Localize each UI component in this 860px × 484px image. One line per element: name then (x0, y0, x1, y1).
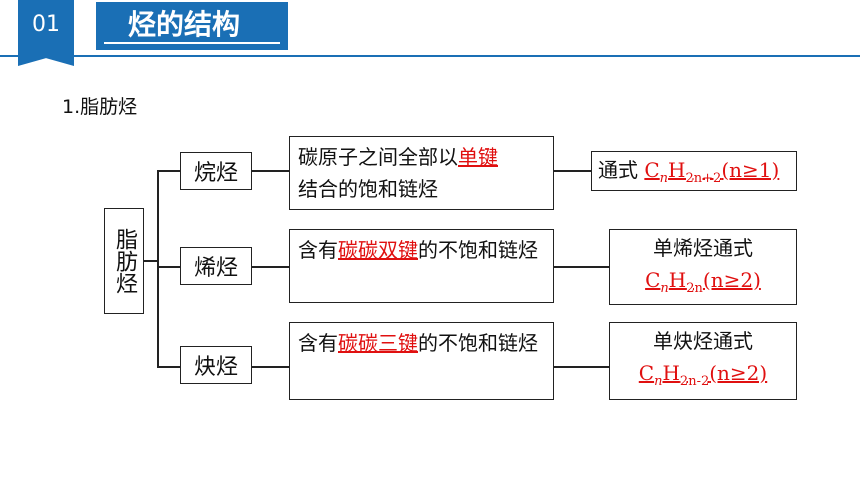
desc-text: 含有 (298, 238, 338, 262)
connector-1b (554, 170, 592, 172)
formula-sub-h: 2n+2 (685, 171, 722, 186)
category-label: 炔烃 (193, 355, 238, 380)
formula-label: 通式 (598, 158, 638, 182)
desc-text-end: 结合的饱和链烃 (298, 177, 438, 201)
category-label: 烯烃 (193, 256, 238, 281)
section-number: 01 (32, 12, 60, 37)
desc-highlight: 碳碳三键 (338, 331, 418, 355)
desc-text: 含有 (298, 331, 338, 355)
page-title: 烃的结构 (128, 8, 241, 41)
trunk-line (157, 170, 159, 367)
connector-2a (252, 266, 290, 268)
root-label: 脂肪烃 (112, 228, 137, 294)
formula-c: C (645, 268, 661, 292)
formula-label: 单炔烃通式 (653, 329, 753, 353)
page-title-box: 烃的结构 (96, 2, 288, 50)
description-box-alkyne: 含有碳碳三键的不饱和链烃 (289, 322, 554, 400)
description-box-alkane: 碳原子之间全部以单键 结合的饱和链烃 (289, 136, 554, 210)
category-box-alkene: 烯烃 (180, 247, 252, 285)
formula-box-alkane: 通式 CnH2n+2(n≥1) (591, 151, 797, 191)
branch-line-1 (157, 170, 181, 172)
formula-sub-h: 2n (686, 281, 703, 296)
formula-sub-n: n (660, 281, 669, 296)
root-connector (144, 260, 158, 262)
connector-2b (554, 266, 610, 268)
section-number-tab: 01 (18, 0, 74, 66)
desc-highlight: 碳碳双键 (338, 238, 418, 262)
branch-line-2 (157, 266, 181, 268)
formula-box-alkene: 单烯烃通式 CnH2n(n≥2) (609, 229, 797, 305)
category-label: 烷烃 (193, 161, 238, 186)
formula-sub-n: n (654, 374, 663, 389)
desc-text: 碳原子之间全部以 (298, 145, 458, 169)
formula-h: H (668, 158, 686, 182)
formula-c: C (644, 158, 660, 182)
formula-label: 单烯烃通式 (653, 236, 753, 260)
general-formula: CnH2n-2(n≥2) (610, 357, 796, 398)
formula-sub-h: 2n-2 (679, 374, 710, 389)
formula-sub-n: n (659, 171, 669, 186)
category-box-alkyne: 炔烃 (180, 346, 252, 384)
general-formula: CnH2n(n≥2) (610, 264, 796, 305)
description-box-alkene: 含有碳碳双键的不饱和链烃 (289, 229, 554, 303)
formula-condition: (n≥2) (709, 361, 768, 385)
formula-h: H (662, 361, 680, 385)
general-formula: CnH2n+2(n≥1) (644, 158, 780, 186)
formula-condition: (n≥2) (702, 268, 761, 292)
formula-box-alkyne: 单炔烃通式 CnH2n-2(n≥2) (609, 322, 797, 400)
title-underline (104, 42, 280, 44)
section-heading: 1.脂肪烃 (62, 96, 138, 118)
header-rule (0, 55, 860, 57)
branch-line-3 (157, 366, 181, 368)
category-box-alkane: 烷烃 (180, 152, 252, 190)
connector-3a (252, 366, 290, 368)
desc-highlight: 单键 (458, 145, 498, 169)
connector-3b (554, 366, 610, 368)
desc-text-end: 的不饱和链烃 (418, 331, 538, 355)
root-box: 脂肪烃 (104, 208, 144, 314)
formula-h: H (668, 268, 687, 292)
formula-condition: (n≥1) (721, 158, 780, 182)
formula-c: C (638, 361, 655, 385)
connector-1a (252, 170, 290, 172)
desc-text-end: 的不饱和链烃 (418, 238, 538, 262)
